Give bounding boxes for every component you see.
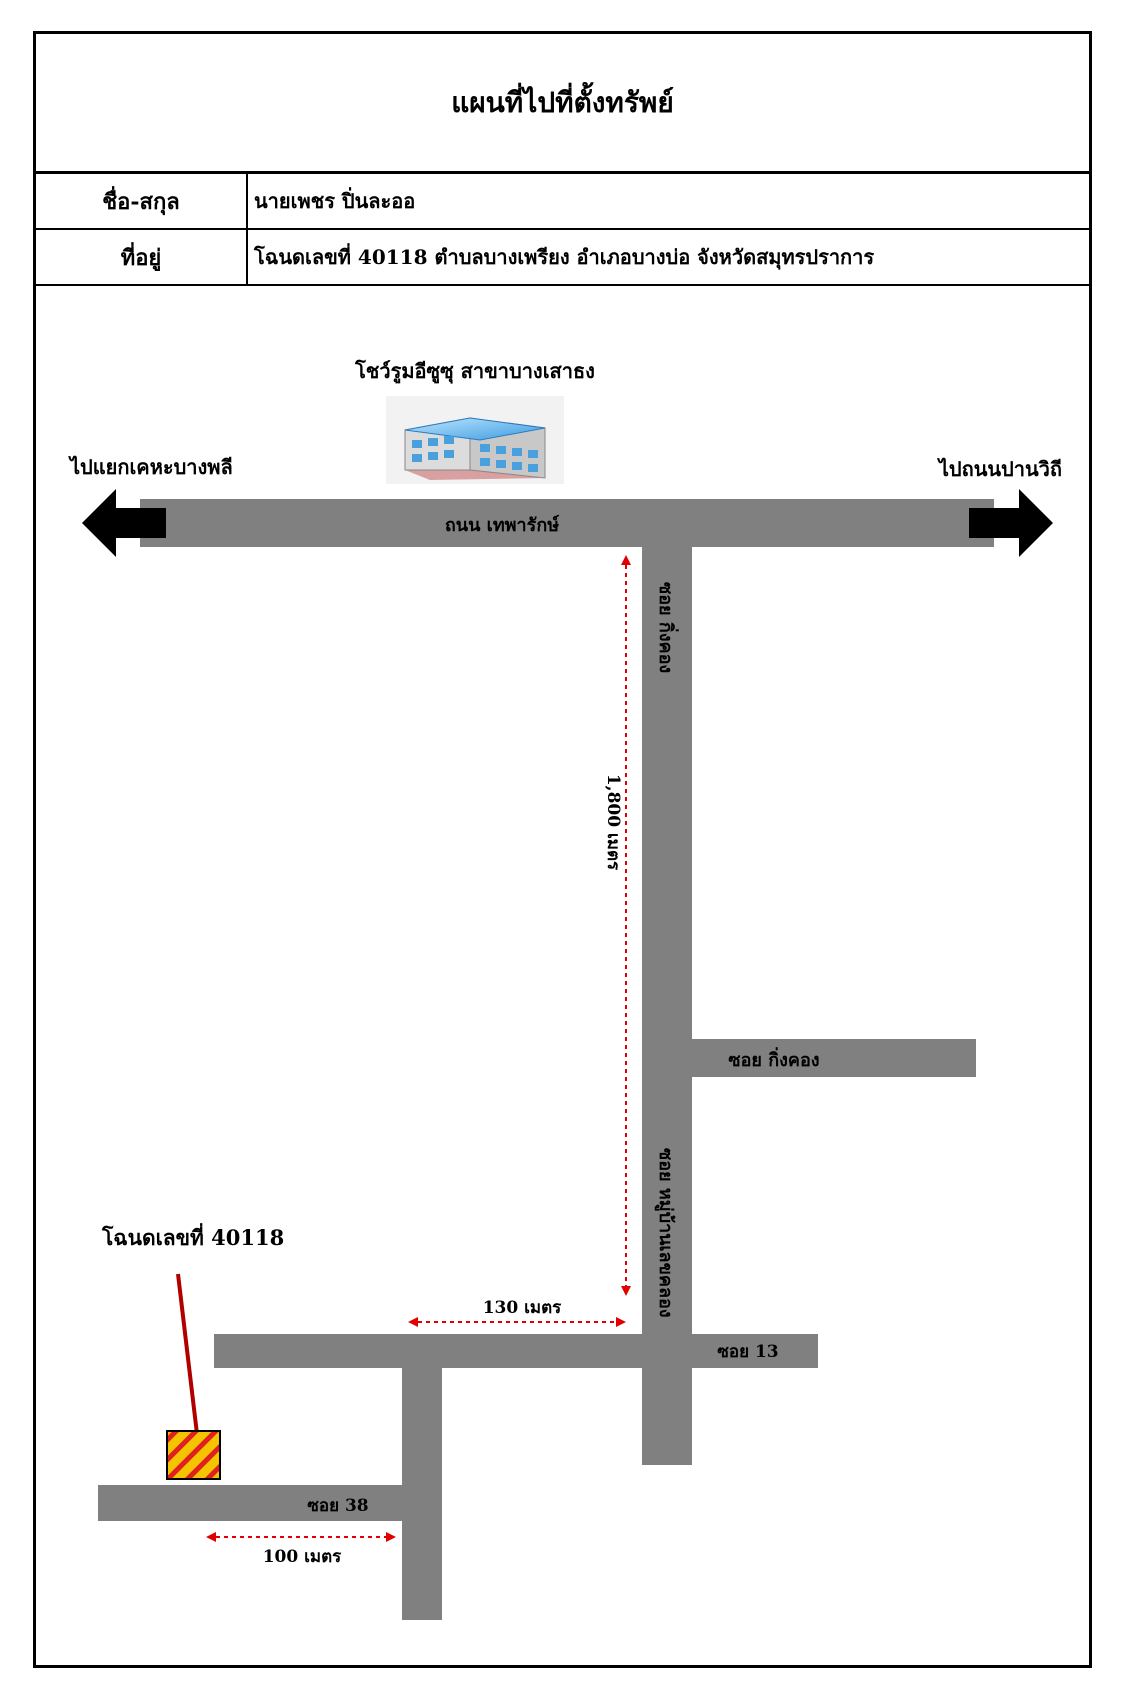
branch-road-right (692, 1039, 976, 1077)
name-value: นายเพชร ปิ่นละออ (254, 189, 416, 213)
dimension-130-label: 130 เมตร (483, 1298, 562, 1318)
land-plot-marker (166, 1430, 221, 1480)
soi-38-label: ซอย 38 (307, 1496, 368, 1516)
arrow-left-icon (82, 489, 166, 557)
main-road (140, 499, 994, 547)
name-label: ชื่อ-สกุล (36, 174, 248, 228)
name-row: ชื่อ-สกุล นายเพชร ปิ่นละออ (36, 174, 1089, 230)
address-label: ที่อยู่ (36, 230, 248, 284)
soi-13-label: ซอย 13 (717, 1342, 778, 1362)
soi-13-road (214, 1334, 818, 1368)
title-row: แผนที่ไปที่ตั้งทรัพย์ (36, 34, 1089, 174)
landmark-label: โชว์รูมอีซูซุ สาขาบางเสาธง (354, 359, 595, 385)
direction-right-label: ไปถนนปานวิถี (937, 457, 1062, 481)
map-frame: แผนที่ไปที่ตั้งทรัพย์ ชื่อ-สกุล นายเพชร … (33, 31, 1092, 1668)
address-value: โฉนดเลขที่ 40118 ตำบลบางเพรียง อำเภอบางบ… (254, 245, 875, 269)
page-title: แผนที่ไปที่ตั้งทรัพย์ (451, 85, 674, 119)
deed-label: โฉนดเลขที่ 40118 (101, 1222, 284, 1250)
soi-vertical-bottom-label: ซอย หมู่บ้านเลขคลอง (654, 1148, 676, 1318)
direction-left-label: ไปแยกเคหะบางพลี (68, 455, 233, 479)
main-road-label: ถนน เทพารักษ์ (445, 514, 560, 536)
dimension-100-label: 100 เมตร (263, 1547, 342, 1567)
lower-vertical-road (402, 1368, 442, 1620)
soi-branch-label: ซอย กิ่งคอง (728, 1047, 819, 1071)
vertical-soi-road (642, 547, 692, 1465)
address-row: ที่อยู่ โฉนดเลขที่ 40118 ตำบลบางเพรียง อ… (36, 230, 1089, 286)
soi-38-road (98, 1485, 402, 1521)
building-icon (386, 396, 564, 484)
soi-vertical-top-label: ซอย กิ่งคอง (655, 582, 679, 673)
arrow-right-icon (969, 489, 1053, 557)
dimension-1800-label: 1,800 เมตร (603, 774, 623, 871)
deed-pointer (176, 1273, 199, 1435)
